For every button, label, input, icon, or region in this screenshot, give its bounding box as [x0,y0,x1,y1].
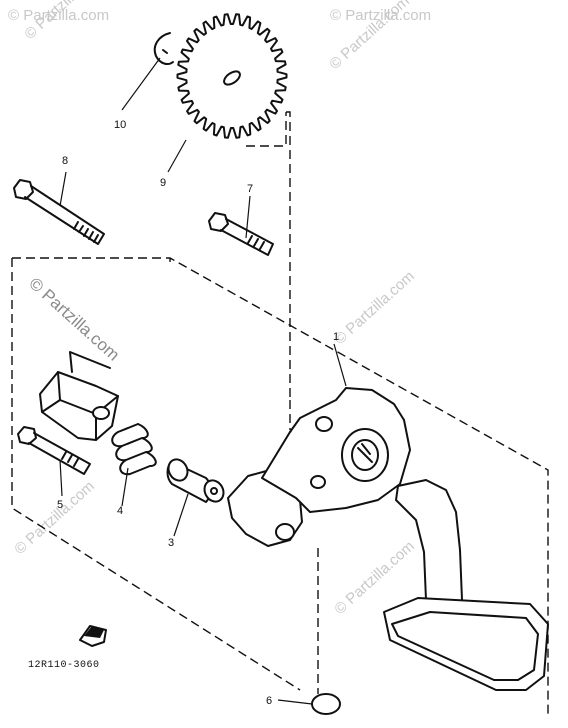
circlip [153,32,174,65]
callout-8: 8 [62,155,68,167]
callout-6: 6 [266,695,272,707]
cover-hole [92,406,110,420]
callout-1: 1 [333,331,339,343]
bolt-8-thread [73,221,99,243]
pump-bolt-hole-bottom [310,475,326,489]
oil-pump-assembly [227,387,549,691]
leader-7 [245,195,251,239]
leader-lines [59,57,347,705]
bolt-5-shank [28,432,91,475]
leader-4 [121,467,129,507]
bolt-7-head [208,212,229,232]
bolt-8 [13,179,105,245]
pump-shaft [351,439,379,471]
pump-shaft-slot [357,443,373,463]
leader-8 [59,171,67,207]
assembly-outline [11,257,549,718]
bolt-8-shank [24,185,105,245]
relief-valve-cover [39,351,119,441]
plunger-hole [210,487,218,495]
oil-strainer-lip [391,611,539,681]
plunger-end [167,458,189,482]
oil-pump-sprocket [176,13,288,139]
bolt-7-thread [247,235,265,250]
bolt-8-head [13,179,34,200]
callouts: 10 9 8 7 1 5 4 3 6 [57,119,339,707]
direction-symbol-fill [84,626,104,638]
relief-spring [111,423,157,476]
leader-9 [167,139,187,173]
o-ring-outer [311,693,341,715]
front-direction-symbol [79,625,107,647]
leader-5 [59,459,63,497]
cover-ref-line [69,351,111,373]
callout-7: 7 [247,183,253,195]
leader-3 [173,493,189,537]
bolt-5-thread [61,451,79,467]
leader-6 [277,699,313,705]
callout-5: 5 [57,499,63,511]
relief-plunger [166,458,225,503]
watermark-top-left: © Partzilla.com [8,7,109,24]
bolt-7 [208,212,274,256]
bolt-7-shank [220,218,274,256]
plunger-tip [203,479,225,503]
pump-flange-hole [275,523,295,541]
callout-9: 9 [160,177,166,189]
sprocket-hub [223,70,241,86]
callout-10: 10 [114,119,126,131]
bolt-5 [17,426,91,475]
diagram-code: 12R110-3060 [28,660,100,671]
o-ring [311,548,341,715]
spring-coils [111,423,157,476]
leader-1 [333,343,347,387]
watermark-diag-3: © Partzilla.com [331,268,417,348]
pump-bolt-hole-top [315,416,333,432]
sprocket-shaft-line [246,111,291,430]
leader-10 [121,57,161,111]
bolt-5-head [17,426,37,445]
watermark-top-right: © Partzilla.com [330,7,431,24]
watermark-diag-4: © Partzilla.com [11,478,97,558]
watermark-main: © Partzilla.com [25,274,123,365]
callout-4: 4 [117,505,123,517]
oil-strainer-base [383,597,549,691]
callout-3: 3 [168,537,174,549]
